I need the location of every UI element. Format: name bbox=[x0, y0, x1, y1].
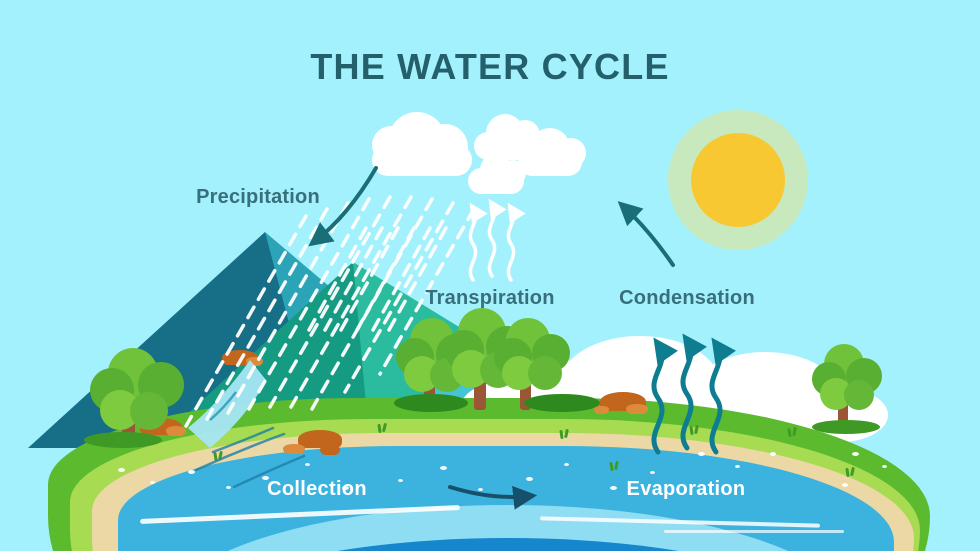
bush-mound bbox=[394, 394, 468, 412]
transpiration-label: Transpiration bbox=[425, 287, 555, 309]
page-title: THE WATER CYCLE bbox=[310, 46, 670, 87]
evaporation-label: Evaporation bbox=[626, 478, 746, 500]
precipitation-label: Precipitation bbox=[196, 186, 320, 208]
water-streak bbox=[664, 530, 844, 533]
condensation-arrow bbox=[617, 201, 675, 267]
sun-icon bbox=[691, 133, 785, 227]
condensation-label: Condensation bbox=[619, 287, 755, 309]
bush-mound bbox=[524, 394, 600, 412]
transpiration-arrows bbox=[468, 198, 526, 282]
precipitation-arrow bbox=[308, 166, 378, 247]
collection-label: Collection bbox=[267, 478, 367, 500]
